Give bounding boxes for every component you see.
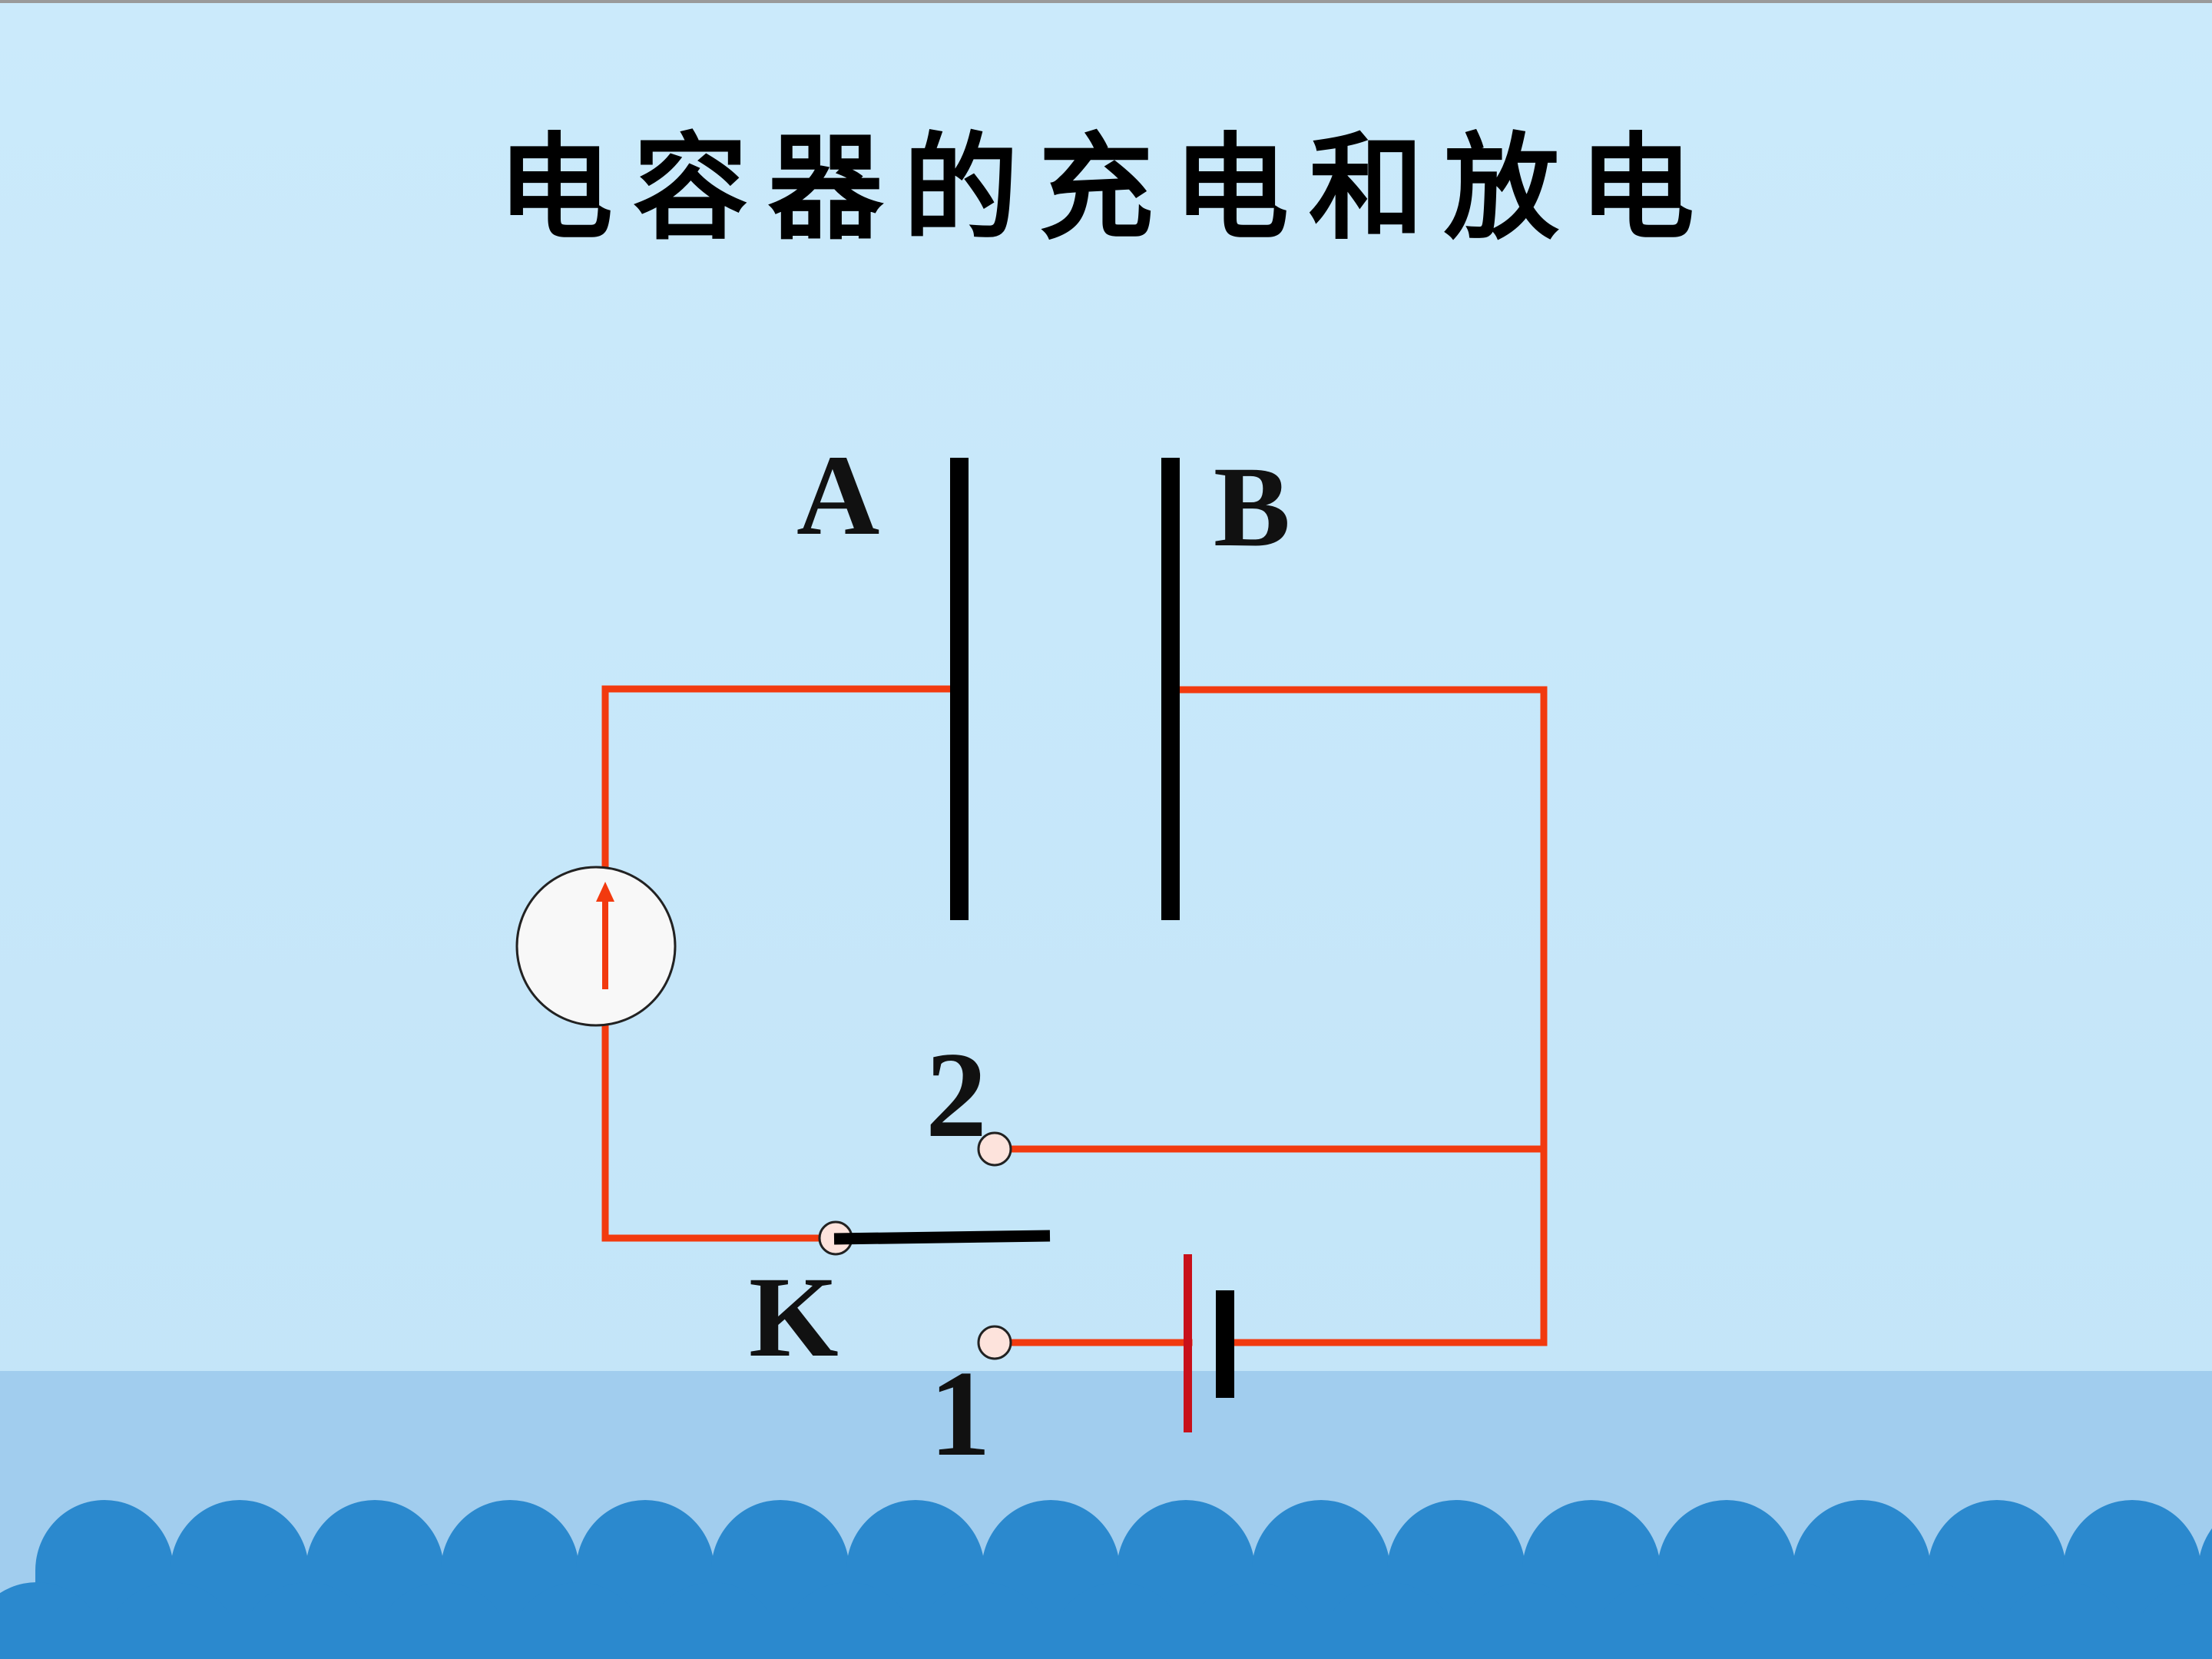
battery-positive-plate	[1184, 1254, 1192, 1432]
capacitor-plate-a	[950, 458, 969, 920]
plate-a-label: A	[796, 432, 880, 559]
galvanometer	[515, 866, 677, 1027]
wire-meter-to-switch	[601, 1022, 839, 1242]
wire-right-loop	[1167, 686, 1548, 1346]
switch-blade	[833, 1230, 1051, 1245]
slide-top-border	[0, 0, 2212, 3]
plate-b-label: B	[1214, 443, 1291, 571]
battery-negative-plate	[1216, 1290, 1234, 1398]
needle-arrow-icon	[596, 882, 614, 902]
switch-label: K	[749, 1253, 839, 1381]
contact-2-terminal	[977, 1131, 1012, 1167]
contact-2-label: 2	[926, 1026, 987, 1163]
wire-left-loop	[601, 685, 956, 872]
wave-decoration	[0, 1500, 2212, 1659]
contact-1-terminal	[977, 1325, 1012, 1360]
capacitor-plate-b	[1161, 458, 1180, 920]
switch-contacts	[818, 1131, 1051, 1360]
slide-title: 电容器的充电和放电	[497, 121, 1714, 256]
battery	[1184, 1254, 1234, 1432]
circuit-wires	[601, 685, 1548, 1346]
wave-base	[0, 1613, 2212, 1659]
contact-1-label: 1	[929, 1345, 991, 1482]
galvanometer-dial	[515, 866, 677, 1027]
